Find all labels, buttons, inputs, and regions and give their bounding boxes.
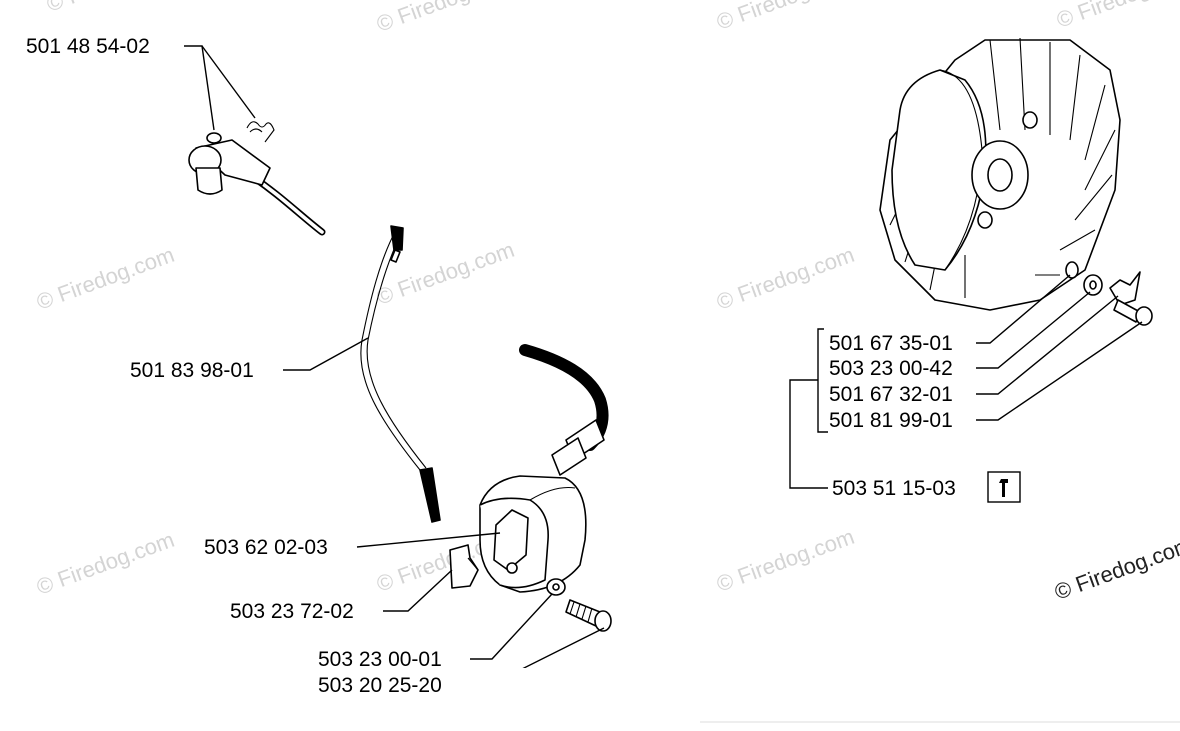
watermark-corner: © Firedog.com [1051,532,1180,605]
washer-and-screw [546,578,612,632]
part-label: 503 23 00-01 [318,648,442,671]
label-clip-mask [468,668,528,708]
part-label: 503 51 15-03 [832,477,956,500]
watermark: © Firedog.com [33,242,177,315]
part-label: 501 83 98-01 [130,359,254,382]
watermark: © Firedog.com [33,527,177,600]
wrench-icon [987,471,1021,503]
watermark: © Firedog.com [713,524,857,597]
watermark: © Firedog.com [373,0,517,37]
spacer-block [449,544,479,589]
part-label: 501 67 32-01 [829,383,953,406]
part-label: 503 23 72-02 [230,600,354,623]
watermark: © Firedog.com [1053,0,1180,33]
part-label: 503 20 25-20 [318,674,442,697]
part-label: 501 67 35-01 [829,332,953,355]
watermark: © Firedog.com [713,242,857,315]
ignition-coil [479,344,609,593]
part-label: 503 23 00-42 [829,357,953,380]
part-labels: 501 48 54-02 501 83 98-01 503 62 02-03 5… [26,35,956,697]
clip-part [188,121,326,236]
flywheel [879,37,1121,311]
watermark: © Firedog.com [713,0,857,35]
part-label: 501 48 54-02 [26,35,150,58]
connector-wire [360,225,441,523]
part-label: 501 81 99-01 [829,409,953,432]
watermark: © Firedog.com [43,0,187,17]
part-label: 503 62 02-03 [204,536,328,559]
